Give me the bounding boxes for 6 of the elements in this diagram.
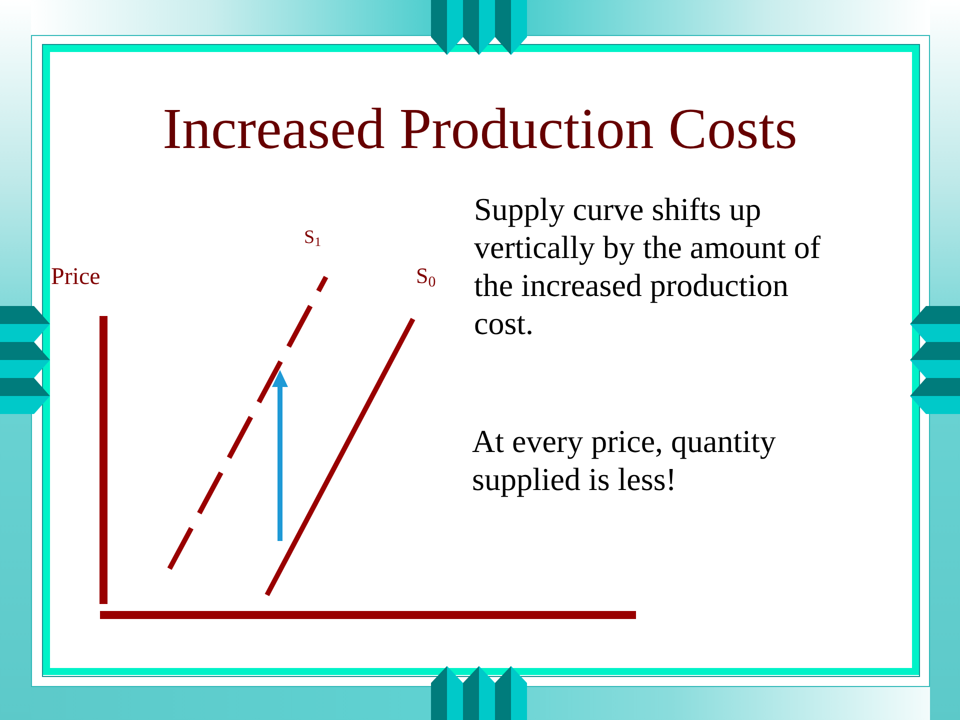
note-text: Supply curve shifts up vertically by the amount of the increased production cost. — [474, 190, 822, 342]
curve-label: S$_{0}$ — [416, 263, 436, 289]
curve-label: S$_{1}$ — [304, 227, 322, 250]
axis-label: Price — [51, 263, 100, 292]
slide-title: Increased Production Costs — [162, 96, 798, 163]
note-text: At every price, quantity supplied is less! — [472, 422, 777, 498]
